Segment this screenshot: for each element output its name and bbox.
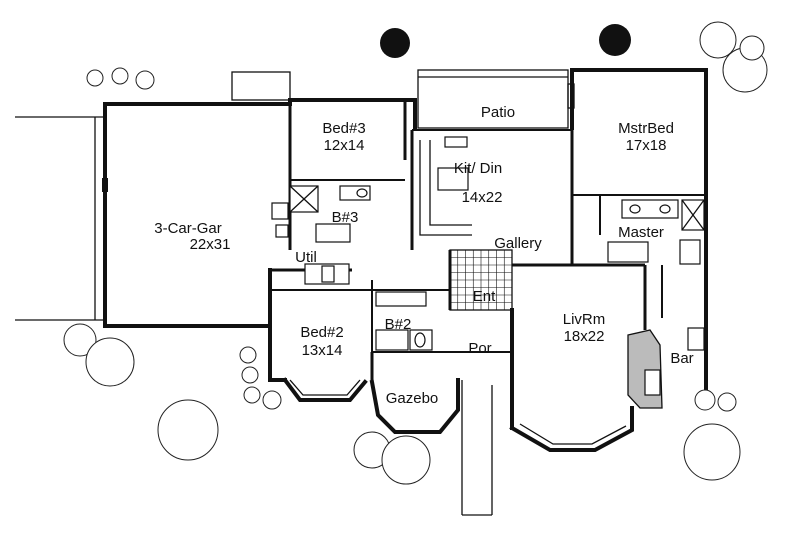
label-gazebo: Gazebo	[386, 390, 439, 407]
label-por: Por	[468, 340, 491, 357]
label-kit-din-size: 14x22	[462, 189, 503, 206]
label-bath3: B#3	[332, 209, 359, 226]
fireplace	[627, 329, 663, 409]
gallery-tile	[449, 249, 513, 311]
kitchen-counters	[419, 136, 472, 236]
front-walk	[461, 380, 493, 516]
label-bar: Bar	[670, 350, 693, 367]
exterior-walls	[103, 68, 708, 430]
label-ent: Ent	[473, 288, 496, 305]
label-gallery: Gallery	[494, 235, 542, 252]
label-bed3-size: 12x14	[324, 137, 365, 154]
bath3-fixtures	[271, 185, 371, 243]
label-garage-size: 22x31	[190, 236, 231, 253]
label-kit-din: Kit/ Din	[454, 160, 502, 177]
label-master: Master	[618, 224, 664, 241]
label-mstr-bed: MstrBed	[618, 120, 674, 137]
label-bath2: B#2	[385, 316, 412, 333]
label-mstr-bed-size: 17x18	[626, 137, 667, 154]
landscaping	[63, 21, 768, 485]
master-bath-fixtures	[607, 199, 705, 265]
util-fixtures	[304, 263, 350, 285]
driveway	[15, 116, 108, 321]
label-patio: Patio	[481, 104, 515, 121]
label-liv-rm-size: 18x22	[564, 328, 605, 345]
label-util: Util	[295, 249, 317, 266]
label-bed3: Bed#3	[322, 120, 365, 137]
bar-counter	[687, 327, 737, 412]
label-liv-rm: LivRm	[563, 311, 606, 328]
label-bed2: Bed#2	[300, 324, 343, 341]
bay-windows	[282, 377, 634, 452]
label-bed2-size: 13x14	[302, 342, 343, 359]
room-labels: Patio Bed#3 12x14 MstrBed 17x18 Kit/ Din…	[154, 104, 693, 407]
bath2-fixtures	[375, 291, 433, 351]
label-garage: 3-Car-Gar	[154, 220, 222, 237]
